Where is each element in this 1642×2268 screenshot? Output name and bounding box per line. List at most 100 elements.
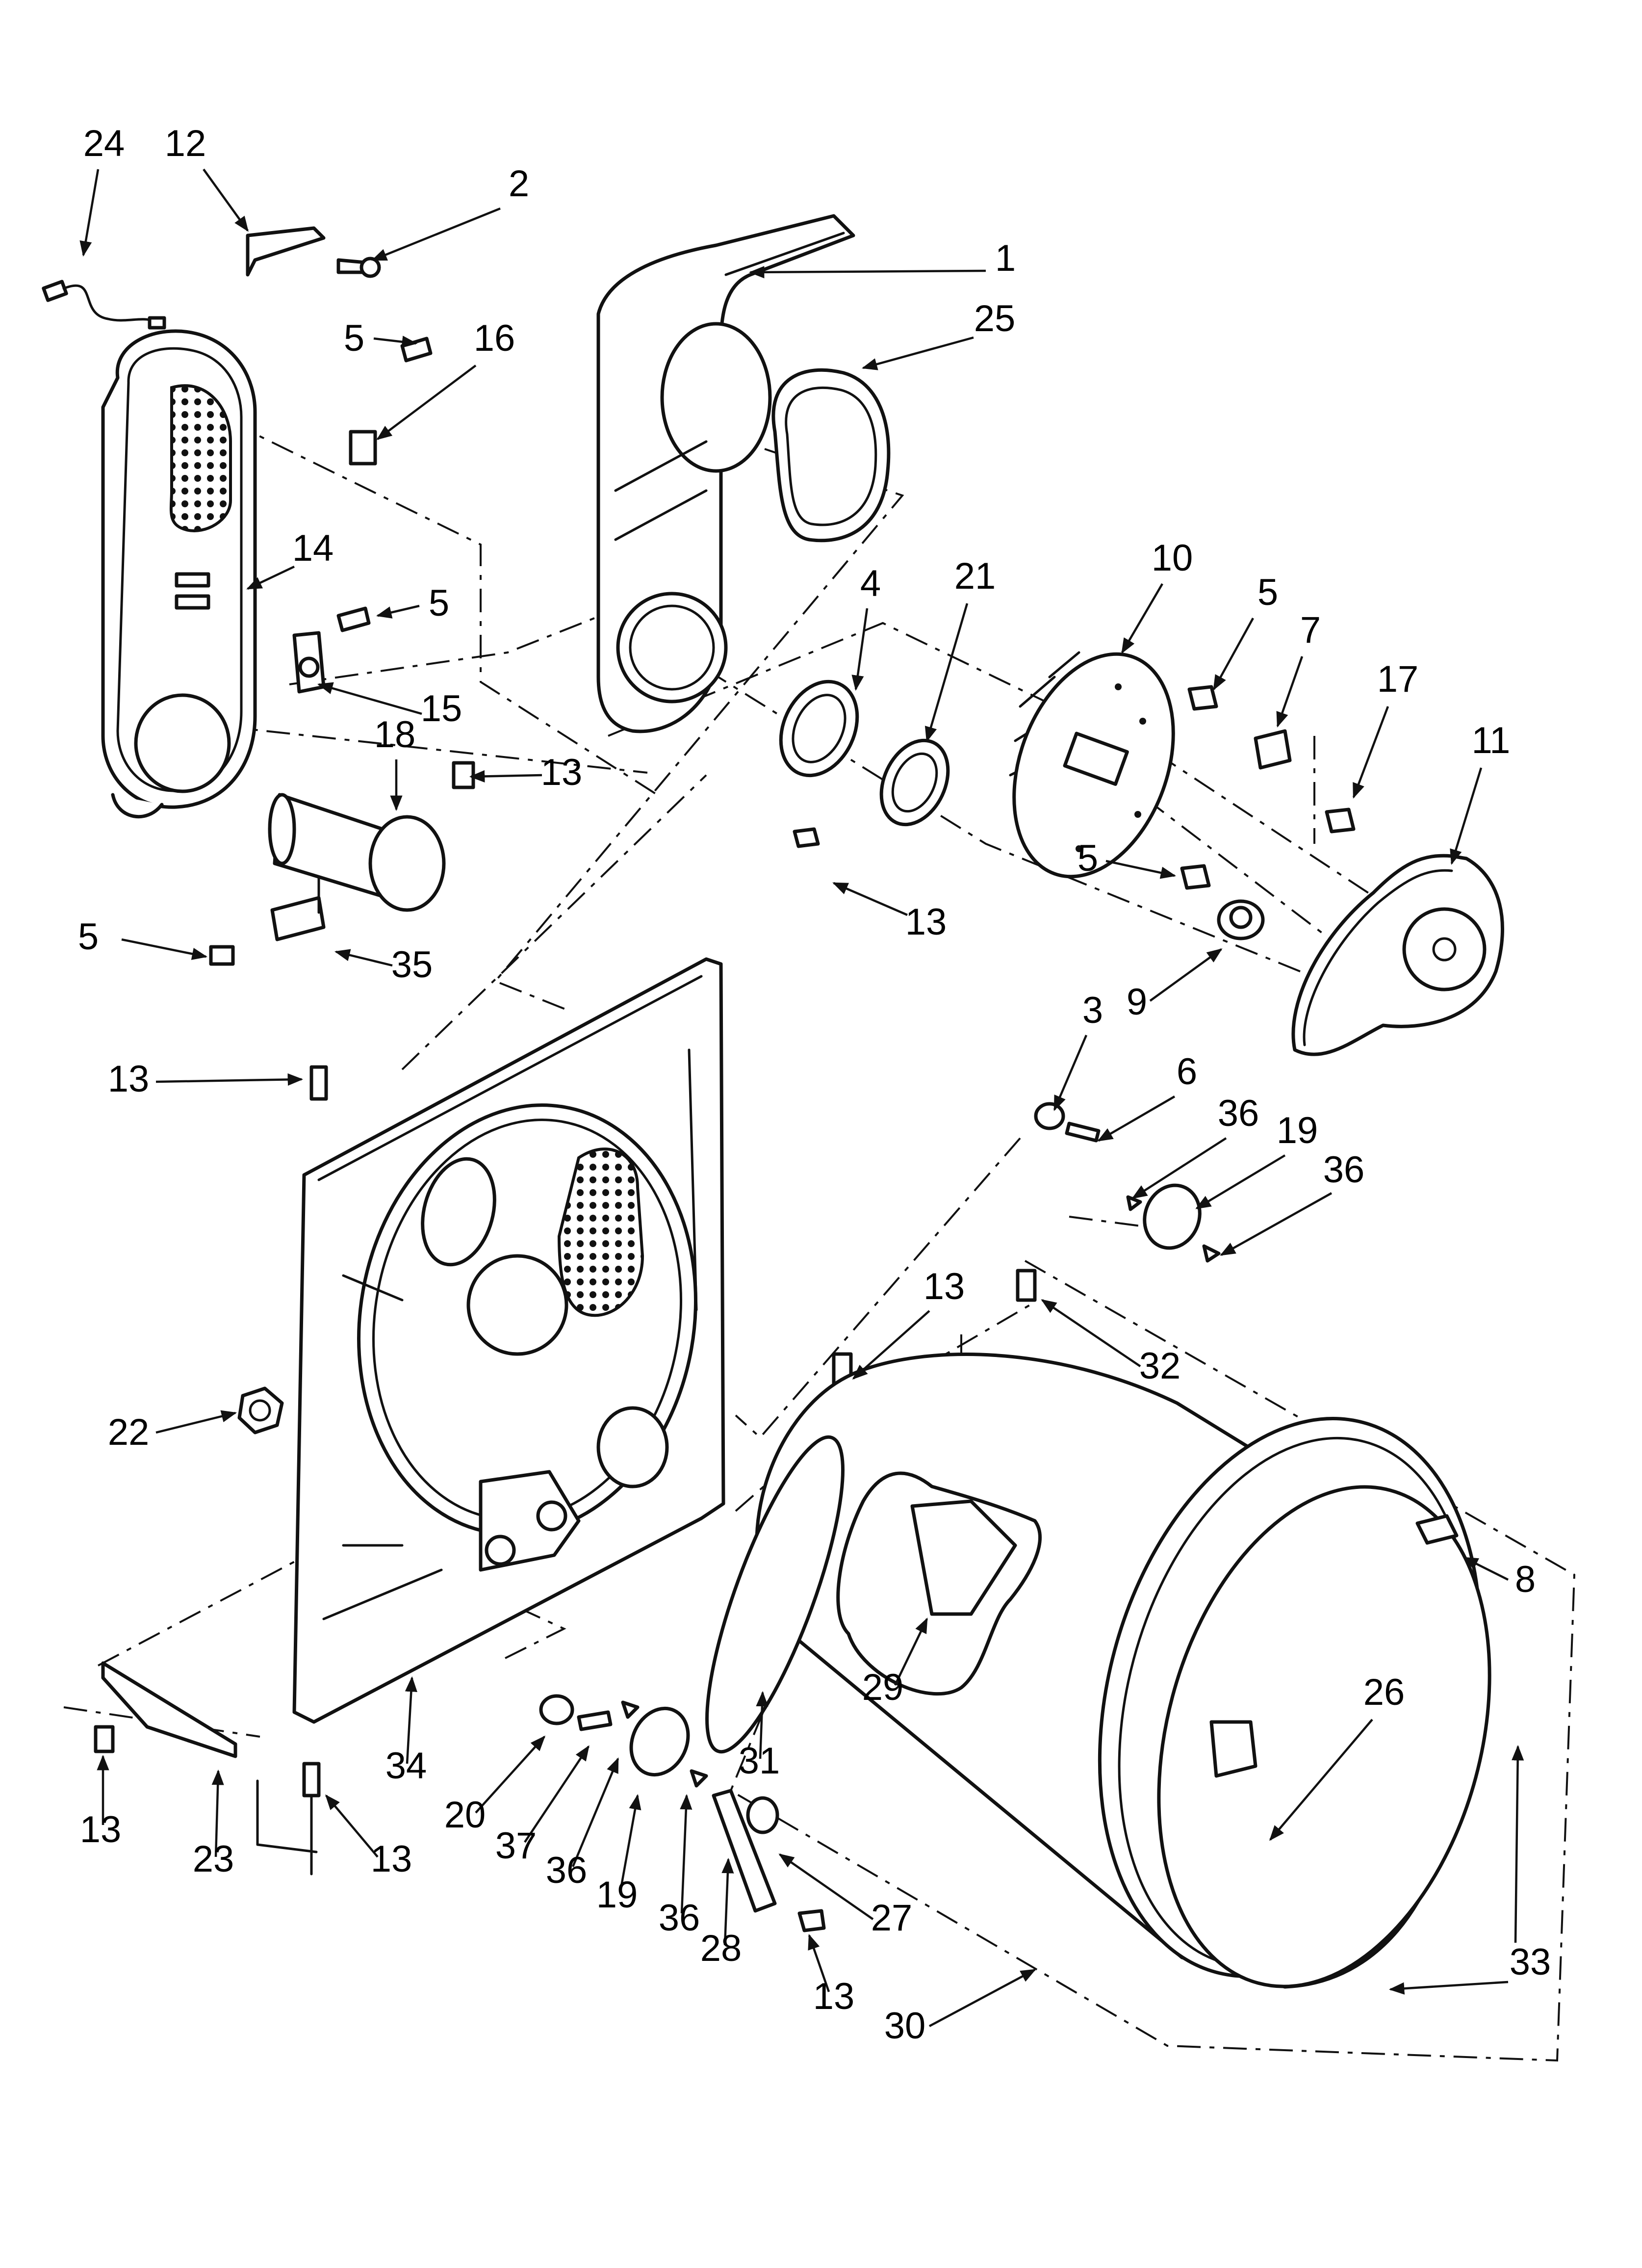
slide-bracket [94, 1661, 321, 1876]
callout-label: 16 [474, 317, 515, 359]
callout-label: 1 [995, 237, 1016, 279]
nut [237, 1386, 284, 1434]
leader-arrow [1053, 1035, 1088, 1111]
leader-arrow [155, 1073, 304, 1086]
leader-arrow [1276, 656, 1304, 728]
thermistor-bracket [1254, 729, 1292, 770]
roller-assembly-lower [539, 1694, 826, 1932]
callout-label: 15 [421, 688, 462, 730]
callout-label: 5 [1257, 572, 1278, 613]
leader-arrow [721, 1857, 734, 1946]
front-panel [101, 329, 257, 819]
leader-arrow [756, 1691, 769, 1759]
leader-arrow [325, 1794, 379, 1858]
leader-arrow [808, 1934, 830, 1992]
leader-arrow [852, 1310, 930, 1380]
callout-label: 5 [1078, 837, 1098, 879]
callout-label: 7 [1300, 609, 1321, 651]
screws-group-right [793, 685, 1356, 890]
sensor-mount [292, 631, 326, 694]
leader-arrow [405, 1676, 417, 1764]
callout-label: 24 [83, 123, 125, 164]
callout-label: 32 [1139, 1345, 1181, 1387]
callout-label: 35 [391, 944, 433, 986]
leader-arrow [317, 682, 422, 715]
callout-label: 17 [1377, 658, 1419, 700]
callout-label: 22 [108, 1411, 150, 1453]
leader-arrow [1105, 860, 1177, 879]
leader-arrow [894, 1617, 928, 1686]
leader-arrow [246, 565, 295, 590]
screw [336, 257, 381, 278]
leader-arrow [1195, 1154, 1286, 1209]
callout-label: 19 [596, 1874, 638, 1916]
leader-arrow [832, 882, 908, 916]
bearing-ring [879, 738, 950, 827]
callout-label: 36 [1218, 1093, 1259, 1134]
leader-arrow [924, 603, 969, 743]
duct-gasket [771, 368, 891, 543]
leader-arrow [155, 1410, 237, 1434]
callout-label: 3 [1082, 990, 1103, 1031]
callout-label: 6 [1177, 1051, 1197, 1093]
callout-label: 28 [700, 1928, 742, 1969]
leader-arrow [571, 1757, 619, 1867]
leader-arrow [1462, 1556, 1509, 1581]
callout-label: 2 [509, 163, 529, 205]
callout-label: 13 [813, 1976, 855, 2017]
callout-label: 5 [78, 916, 99, 958]
leader-arrow [1388, 1981, 1509, 1995]
callout-label: 13 [905, 901, 947, 943]
thermostat [1217, 899, 1265, 940]
callout-label: 10 [1152, 537, 1193, 579]
callout-label: 12 [165, 123, 206, 164]
callout-label: 37 [495, 1825, 537, 1867]
callout-label: 13 [108, 1058, 150, 1100]
leader-arrow [1213, 617, 1254, 691]
callout-label: 30 [884, 2005, 926, 2047]
leader-arrow [1149, 948, 1223, 1002]
leader-arrow [1269, 1719, 1373, 1841]
sensor-wire [42, 280, 166, 330]
callout-label: 4 [860, 563, 881, 604]
roller-assembly-upper [1034, 1102, 1221, 1263]
callout-label: 23 [193, 1838, 234, 1880]
callout-label: 31 [739, 1740, 780, 1782]
leader-arrow [748, 266, 986, 279]
leader-arrow [1121, 583, 1163, 654]
leader-arrow [851, 608, 869, 691]
terminal-block [270, 877, 326, 941]
leader-arrow [619, 1794, 641, 1892]
leader-arrow [79, 169, 100, 257]
leader-arrow [680, 1794, 693, 1914]
leader-arrow [334, 949, 393, 967]
callout-label: 5 [344, 317, 364, 359]
leader-arrow [371, 207, 501, 261]
bracket [246, 226, 326, 277]
callout-label: 9 [1127, 981, 1147, 1023]
callout-label: 26 [1363, 1671, 1405, 1713]
leader-arrow [778, 1853, 874, 1920]
callout-label: 13 [371, 1838, 412, 1880]
blower-wheel [1009, 651, 1175, 879]
callout-label: 8 [1515, 1559, 1536, 1600]
rear-bulkhead [292, 957, 725, 1724]
callout-label: 13 [924, 1266, 965, 1307]
leader-arrow [469, 770, 542, 783]
callout-label: 36 [1323, 1149, 1365, 1191]
callout-label: 34 [385, 1745, 427, 1787]
callout-label: 36 [546, 1850, 588, 1891]
leader-arrow [203, 168, 249, 232]
callout-label: 19 [1277, 1110, 1318, 1151]
callout-label: 36 [659, 1897, 700, 1939]
leader-arrow [1512, 1745, 1524, 1943]
callout-label: 5 [429, 582, 449, 624]
leader-arrow [1131, 1137, 1227, 1199]
leader-arrow [373, 336, 418, 348]
thermal-cylinder [268, 793, 446, 912]
callout-label: 27 [871, 1897, 913, 1939]
leader-arrow [376, 365, 477, 440]
leader-arrow [475, 1735, 546, 1814]
